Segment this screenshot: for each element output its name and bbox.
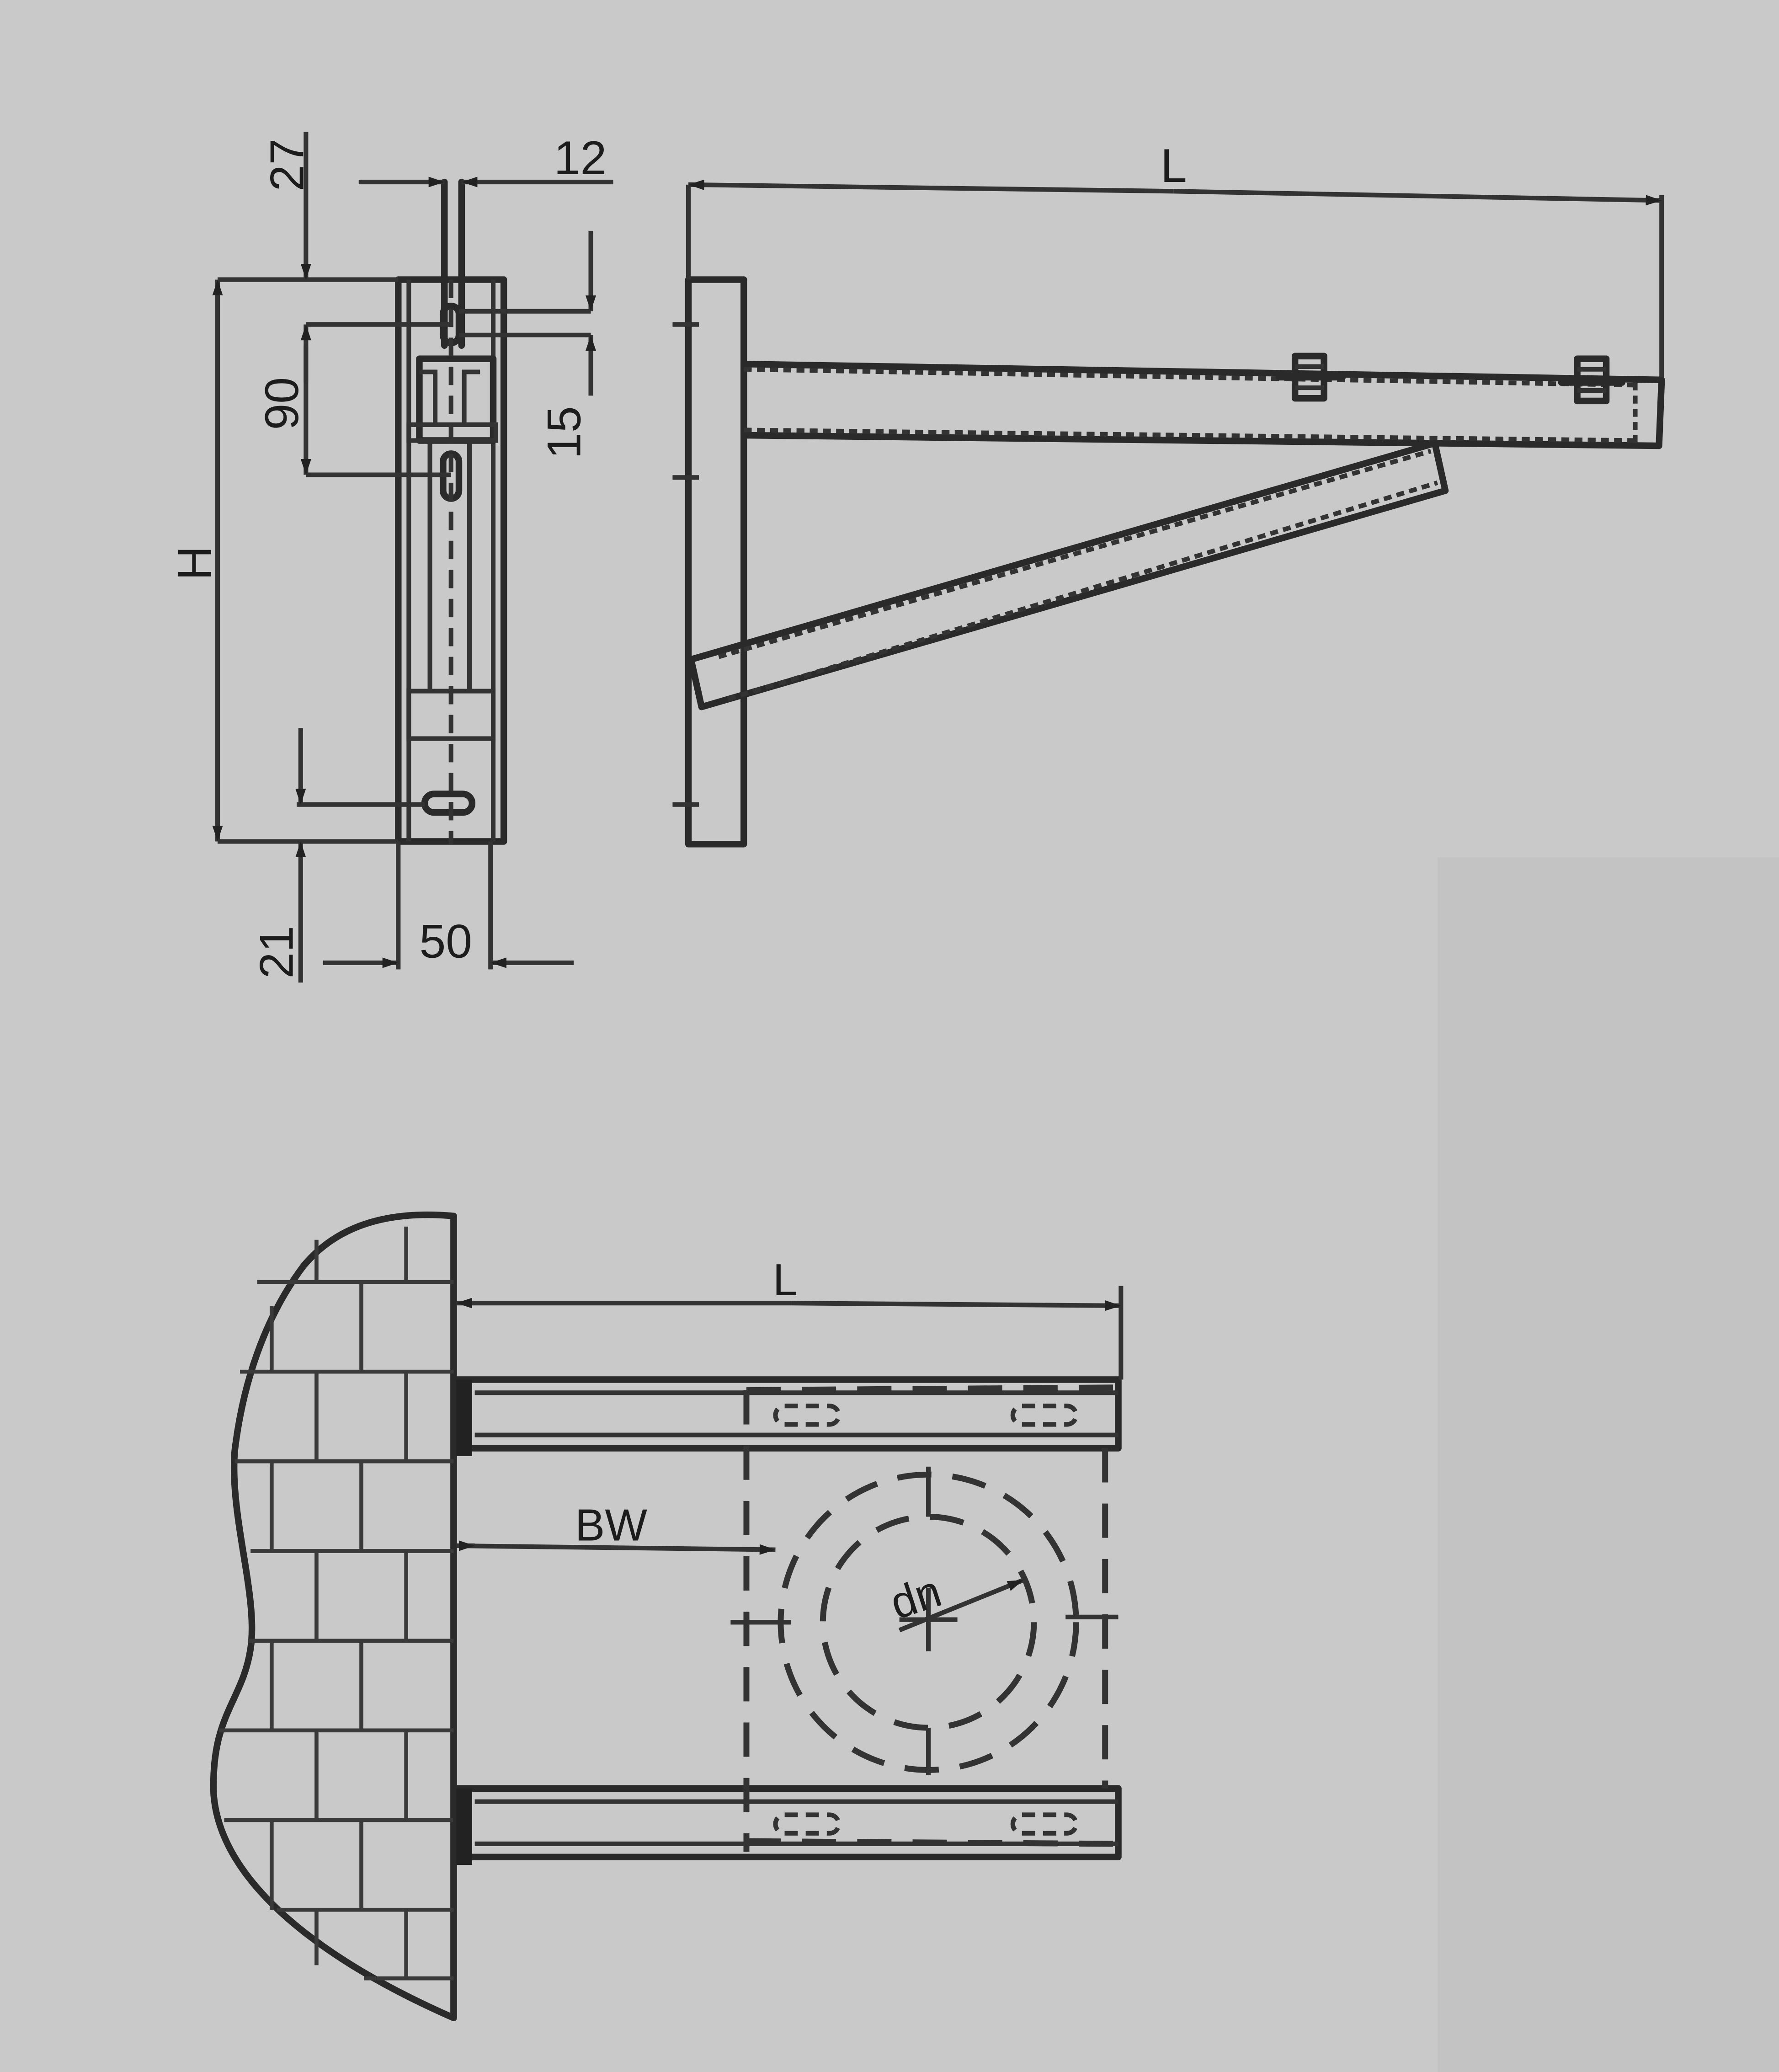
side-view: L <box>672 139 1665 848</box>
paper-shade-right <box>1437 857 1779 2072</box>
side-diagonal-strut <box>687 440 1449 710</box>
plan-top-slot-2 <box>1010 1404 1079 1427</box>
side-clamp-bolt-1 <box>1276 352 1346 402</box>
side-horizontal-arm <box>740 360 1665 449</box>
plan-top-rail <box>453 1376 1122 1456</box>
plan-dim-bw-label: BW <box>575 1500 647 1550</box>
dim-h-label: H <box>169 546 222 580</box>
plan-top-slot-1 <box>773 1404 841 1427</box>
plan-dim-bw-line <box>456 1543 776 1555</box>
brick-wall <box>210 1211 457 2021</box>
side-dim-l-line <box>688 179 1174 194</box>
front-view: 27 12 90 15 H 21 50 <box>169 132 613 983</box>
side-wall-plate <box>685 276 747 848</box>
dim-90-label: 90 <box>256 377 309 430</box>
dim-12-label: 12 <box>554 132 607 185</box>
pipe-diameter-line <box>898 1578 1024 1633</box>
plan-bottom-rail <box>453 1785 1122 1865</box>
plan-bottom-slot-1 <box>773 1812 841 1836</box>
pipe-inner-circle <box>820 1514 1037 1731</box>
side-clamp-bolt-2 <box>1558 355 1625 405</box>
plan-dim-l-label: L <box>773 1255 798 1305</box>
plan-bottom-slot-2 <box>1010 1812 1079 1836</box>
dim-21-label: 21 <box>250 926 303 979</box>
dim-27-label: 27 <box>261 139 314 192</box>
side-dim-l-label: L <box>1161 139 1187 192</box>
dim-15-label: 15 <box>538 406 591 459</box>
dim-50-label: 50 <box>419 915 472 968</box>
